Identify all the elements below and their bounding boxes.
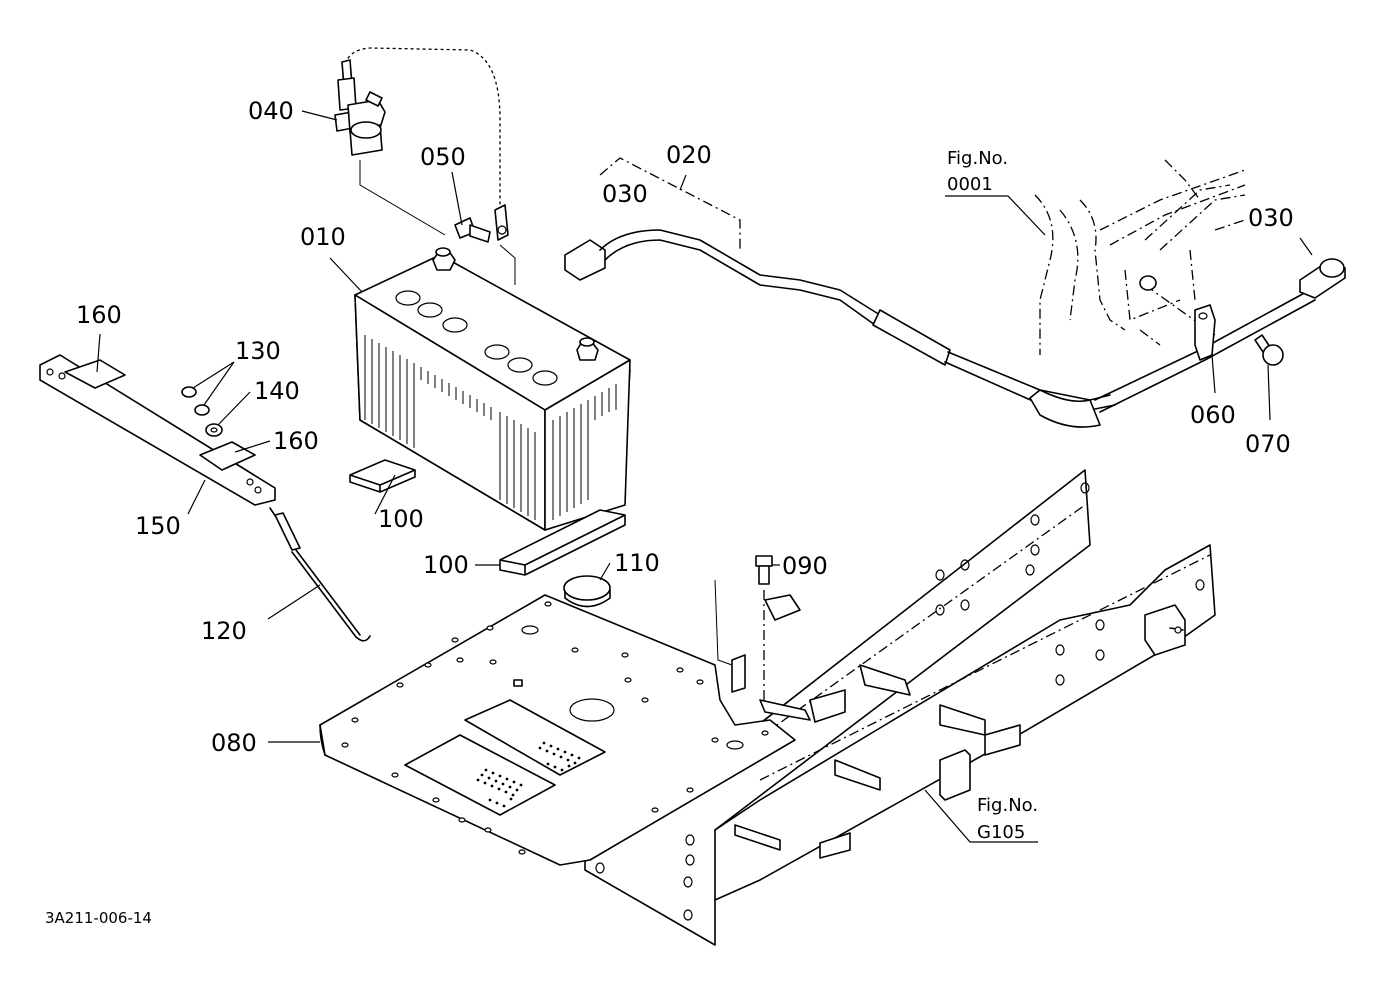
label-100-lower: 100 bbox=[423, 551, 469, 579]
label-140: 140 bbox=[254, 377, 300, 405]
fig-ref-bottom-line2: G105 bbox=[977, 822, 1025, 843]
part-labels: 040 050 010 020 030 030 060 070 160 130 … bbox=[76, 97, 1294, 757]
leader-lines bbox=[96, 110, 1313, 843]
drawing-id: 3A211-006-14 bbox=[45, 909, 152, 927]
label-160-bottom: 160 bbox=[273, 427, 319, 455]
label-060: 060 bbox=[1190, 401, 1236, 429]
label-150: 150 bbox=[135, 512, 181, 540]
label-070: 070 bbox=[1245, 430, 1291, 458]
bolt-070 bbox=[1254, 334, 1284, 366]
label-090: 090 bbox=[782, 552, 828, 580]
figure-reference-top: Fig.No. 0001 bbox=[947, 148, 1008, 195]
spacer-100a bbox=[349, 459, 416, 493]
cable-020 bbox=[564, 229, 1346, 428]
bracket bbox=[731, 654, 746, 693]
label-160-top: 160 bbox=[76, 301, 122, 329]
label-120: 120 bbox=[201, 617, 247, 645]
label-050: 050 bbox=[420, 143, 466, 171]
battery-010 bbox=[354, 247, 631, 531]
fig-ref-top-line2: 0001 bbox=[947, 174, 993, 195]
label-010: 010 bbox=[300, 223, 346, 251]
label-130: 130 bbox=[235, 337, 281, 365]
label-100-upper: 100 bbox=[378, 505, 424, 533]
fig-ref-bottom-line1: Fig.No. bbox=[977, 795, 1038, 816]
frame-assembly bbox=[584, 469, 1216, 946]
label-020: 020 bbox=[666, 141, 712, 169]
hold-down-rod-120 bbox=[269, 507, 371, 642]
label-110: 110 bbox=[614, 549, 660, 577]
label-030-right: 030 bbox=[1248, 204, 1294, 232]
nut-130 bbox=[181, 386, 223, 437]
fig-ref-top-line1: Fig.No. bbox=[947, 148, 1008, 169]
bolt-090 bbox=[755, 555, 773, 700]
hold-down-bar-150 bbox=[39, 354, 276, 506]
floor-plate-080 bbox=[319, 594, 796, 866]
bolt-050 bbox=[454, 204, 516, 285]
label-030-left: 030 bbox=[602, 180, 648, 208]
label-040: 040 bbox=[248, 97, 294, 125]
spacer-100b bbox=[499, 509, 626, 576]
figure-reference-bottom: Fig.No. G105 bbox=[977, 795, 1038, 843]
label-080: 080 bbox=[211, 729, 257, 757]
grommet-110 bbox=[563, 575, 611, 608]
cable-040 bbox=[334, 47, 501, 236]
engine-outline bbox=[1034, 159, 1246, 355]
